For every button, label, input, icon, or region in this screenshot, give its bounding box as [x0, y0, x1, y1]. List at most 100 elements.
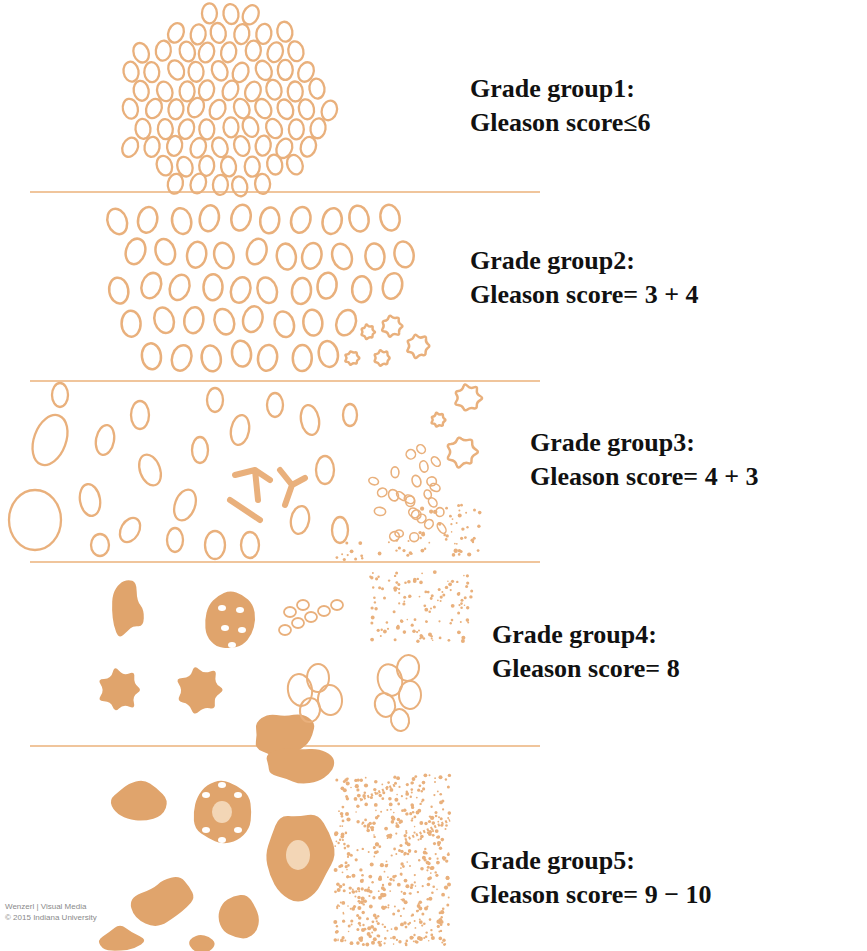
gland-ellipse — [202, 792, 210, 798]
tumor-cell-dot — [408, 850, 411, 853]
tumor-cell-dot — [439, 637, 442, 640]
tumor-cell-dot — [357, 887, 360, 890]
cell-cord — [360, 785, 395, 800]
gland-ellipse — [236, 607, 244, 613]
tumor-cell-dot — [419, 907, 423, 911]
tumor-cell-dot — [473, 508, 476, 511]
gland-ellipse — [287, 81, 303, 102]
tumor-cell-dot — [362, 822, 365, 825]
tumor-cell-dot — [342, 820, 345, 823]
gland-ellipse — [343, 404, 357, 426]
gland-ellipse — [170, 206, 194, 235]
gland-ellipse — [178, 40, 198, 63]
tumor-cell-dot — [417, 789, 420, 792]
tumor-cell-dot — [407, 580, 411, 584]
tumor-cell-dot — [378, 552, 382, 556]
tumor-cell-dot — [347, 864, 350, 867]
tumor-cell-dot — [397, 909, 400, 912]
watermark: Wenzerl | Visual Media — [5, 902, 86, 912]
tumor-cell-dot — [422, 787, 425, 790]
tumor-cell-dot — [347, 856, 349, 858]
gland-ellipse — [192, 437, 208, 463]
tumor-cell-dot — [437, 841, 441, 845]
tumor-cell-dot — [369, 576, 371, 578]
gland-ellipse — [302, 309, 323, 337]
tumor-cell-dot — [387, 907, 389, 909]
gland-ellipse — [299, 404, 322, 437]
tumor-cell-dot — [386, 835, 388, 837]
tumor-cell-dot — [457, 612, 460, 615]
tumor-cell-dot — [461, 639, 465, 643]
tumor-cell-dot — [418, 903, 420, 905]
gland-ellipse — [389, 707, 411, 732]
gland-ellipse — [222, 3, 240, 25]
tumor-cell-dot — [346, 817, 350, 821]
fused-gland — [267, 749, 335, 784]
gland-ellipse — [423, 518, 435, 530]
gland-ellipse — [121, 310, 141, 337]
tumor-cell-dot — [367, 824, 371, 828]
gland-ellipse — [212, 801, 232, 823]
tumor-cell-dot — [413, 579, 417, 583]
tumor-cell-dot — [355, 890, 357, 892]
tumor-cell-dot — [358, 900, 361, 903]
tumor-cell-dot — [437, 599, 439, 601]
tumor-cell-dot — [408, 595, 411, 598]
tumor-cell-dot — [404, 879, 408, 883]
tumor-cell-dot — [381, 893, 385, 897]
tumor-cell-dot — [428, 897, 432, 901]
tumor-cell-dot — [430, 929, 432, 931]
tumor-cell-dot — [389, 803, 393, 807]
tumor-cell-dot — [411, 791, 413, 793]
tumor-cell-dot — [346, 844, 349, 847]
tumor-cell-dot — [361, 887, 364, 890]
tumor-cell-dot — [374, 780, 378, 784]
band-separators — [30, 192, 540, 746]
tumor-cell-dot — [443, 943, 446, 946]
tumor-cell-dot — [350, 787, 352, 789]
tumor-cell-dot — [362, 848, 364, 850]
tumor-cell-dot — [398, 602, 400, 604]
gland-ellipse — [234, 792, 242, 798]
tumor-cell-dot — [374, 607, 377, 610]
gland-ellipse — [300, 241, 325, 271]
tumor-cell-dot — [371, 881, 373, 883]
gland-ellipse — [218, 782, 226, 788]
tumor-cell-dot — [400, 619, 403, 622]
tumor-cell-dot — [381, 797, 384, 800]
tumor-cell-dot — [466, 526, 468, 528]
gland-ellipse — [141, 342, 163, 370]
tumor-cell-dot — [401, 795, 403, 797]
tumor-cell-dot — [382, 923, 384, 925]
tumor-cell-dot — [464, 536, 467, 539]
tumor-cell-dot — [394, 798, 398, 802]
tumor-cell-dot — [405, 832, 407, 834]
tumor-cell-dot — [357, 896, 360, 899]
tumor-cell-dot — [400, 620, 403, 623]
cribriform-gland — [205, 592, 255, 648]
tumor-cell-dot — [434, 777, 436, 779]
tumor-cell-dot — [430, 872, 432, 874]
tumor-cell-dot — [460, 504, 463, 507]
tumor-cell-dot — [426, 931, 428, 933]
tumor-cell-dot — [460, 602, 463, 605]
tumor-cell-dot — [428, 611, 431, 614]
tumor-cell-dot — [438, 620, 440, 622]
tumor-cell-dot — [437, 925, 440, 928]
gland-ellipse — [221, 625, 229, 631]
tumor-cell-dot — [395, 853, 397, 855]
gland-ellipse — [205, 531, 225, 559]
gland-ellipse — [211, 306, 237, 337]
tumor-cell-dot — [396, 539, 399, 542]
tumor-cell-dot — [461, 636, 465, 640]
tumor-cell-dot — [440, 920, 444, 924]
tumor-cell-dot — [439, 775, 443, 779]
gland-ellipse — [232, 134, 252, 157]
tumor-cell-dot — [421, 549, 425, 553]
tumor-cell-dot — [398, 588, 400, 590]
solid-sheet — [99, 926, 144, 951]
tumor-cell-dot — [393, 879, 395, 881]
gland-ellipse — [399, 681, 422, 710]
tumor-cell-dot — [438, 522, 442, 526]
lobulated-gland — [432, 413, 446, 427]
